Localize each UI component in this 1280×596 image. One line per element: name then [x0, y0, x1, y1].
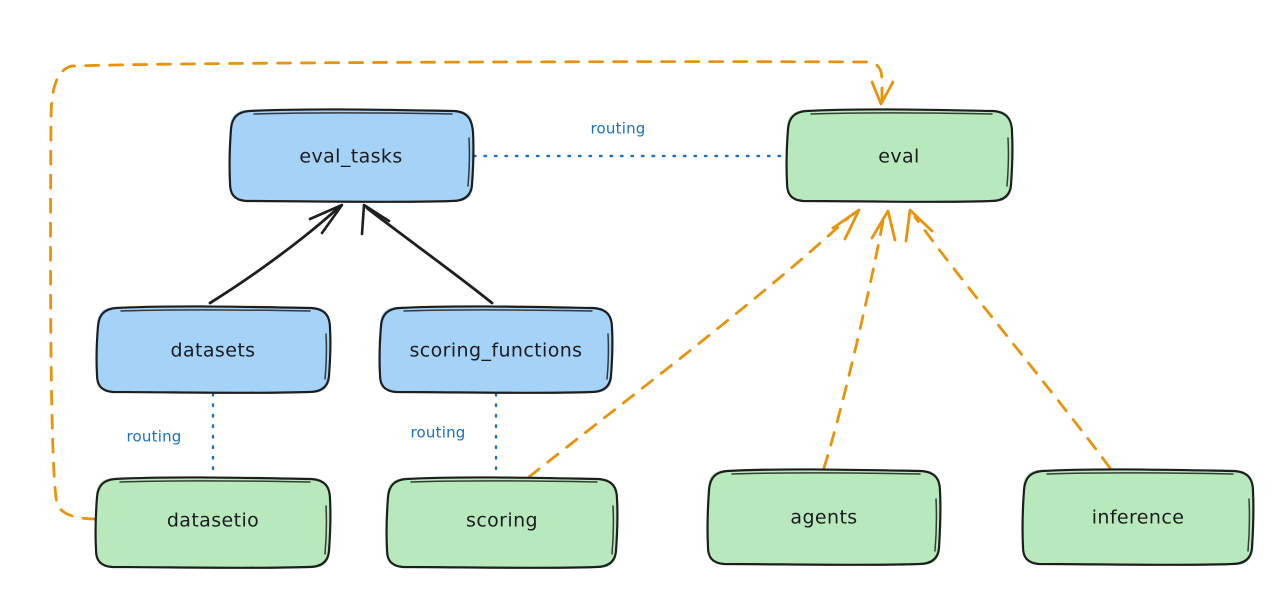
node-label-scoring: scoring — [466, 510, 538, 532]
edge-label-routing-left: routing — [127, 428, 182, 446]
node-label-eval: eval — [878, 146, 919, 168]
edge-inference-to-eval[interactable] — [904, 208, 1112, 470]
edge-datasets-to-eval_tasks[interactable] — [208, 203, 344, 305]
node-eval[interactable]: eval — [785, 108, 1014, 203]
node-agents[interactable]: agents — [706, 468, 942, 566]
node-scoring_functions[interactable]: scoring_functions — [378, 305, 614, 394]
node-scoring[interactable]: scoring — [385, 476, 619, 569]
node-label-datasetio: datasetio — [167, 510, 259, 532]
node-datasetio[interactable]: datasetio — [94, 476, 332, 569]
node-label-scoring_functions: scoring_functions — [410, 340, 583, 362]
edge-datasetio-to-eval[interactable] — [49, 60, 895, 521]
edge-agents-to-eval[interactable] — [822, 209, 897, 470]
node-inference[interactable]: inference — [1021, 468, 1255, 566]
edge-scoring_functions-to-eval_tasks[interactable] — [360, 203, 494, 305]
node-datasets[interactable]: datasets — [95, 305, 332, 394]
node-label-inference: inference — [1092, 507, 1185, 529]
edge-label-routing-top: routing — [591, 120, 646, 138]
node-eval_tasks[interactable]: eval_tasks — [228, 108, 475, 203]
edge-scoring-to-eval[interactable] — [527, 208, 861, 479]
node-label-eval_tasks: eval_tasks — [299, 146, 402, 168]
node-label-datasets: datasets — [171, 340, 256, 362]
node-label-agents: agents — [790, 507, 857, 529]
edge-label-routing-middle: routing — [411, 424, 466, 442]
